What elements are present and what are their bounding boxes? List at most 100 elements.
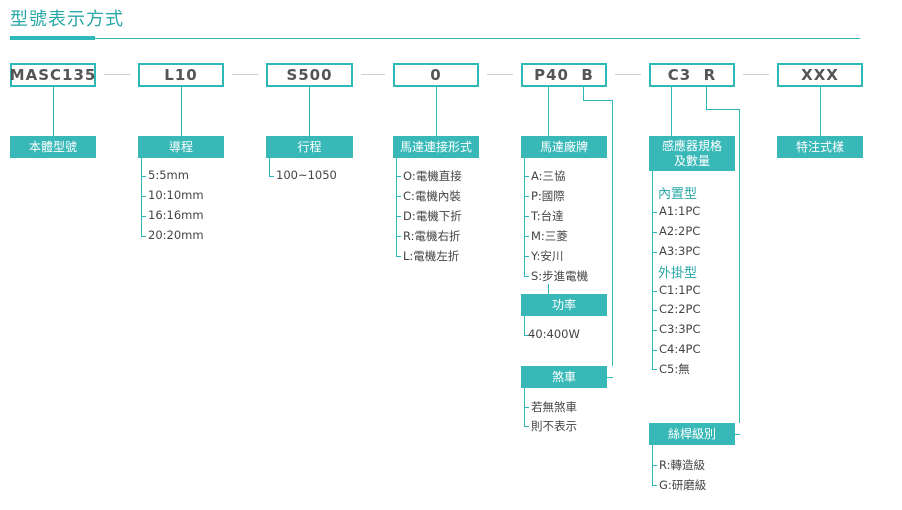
screw-connector: [739, 109, 740, 423]
sensor-external-option: C3:3PC: [659, 322, 701, 336]
options-bracket: [141, 158, 142, 236]
options-tick: [652, 485, 657, 486]
sensor-internal-title: 內置型: [658, 187, 698, 202]
motor-connection-option: R:電機右折: [403, 229, 461, 243]
options-bracket: [524, 316, 525, 335]
separator-dash: [615, 74, 641, 75]
connector-line: [548, 284, 549, 294]
label-motor-connection: 馬達連接形式: [393, 136, 479, 158]
label-motor-brand: 馬達廠牌: [521, 136, 607, 158]
options-bracket: [524, 158, 525, 276]
options-tick: [396, 236, 401, 237]
motor-brand-option: Y:安川: [531, 249, 564, 263]
options-bracket: [269, 158, 270, 176]
code-special: XXX: [777, 63, 863, 87]
screw-grade-option: G:研磨級: [659, 478, 707, 492]
sensor-external-option: C2:2PC: [659, 302, 701, 316]
code-motor-brand: P40 B: [521, 63, 607, 87]
label-special: 特注式樣: [777, 136, 863, 158]
options-tick: [524, 216, 529, 217]
code-body-model: MASC135: [10, 63, 96, 87]
separator-dash: [232, 74, 258, 75]
connector-line: [181, 87, 182, 136]
title-rule: [10, 38, 860, 39]
options-tick: [652, 291, 657, 292]
motor-connection-option: O:電機直接: [403, 169, 462, 183]
brake-option: 若無煞車: [531, 400, 577, 414]
connector-line: [548, 87, 549, 136]
motor-brand-option: P:國際: [531, 189, 565, 203]
connector-line: [671, 87, 672, 136]
options-tick: [652, 369, 657, 370]
sensor-internal-option: A3:3PC: [659, 244, 701, 258]
stroke-option: 100~1050: [276, 168, 337, 182]
label-sensor: 感應器規格 及數量: [649, 136, 735, 171]
options-tick: [652, 330, 657, 331]
page-title: 型號表示方式: [10, 9, 124, 30]
options-tick: [652, 212, 657, 213]
code-sensor: C3 R: [649, 63, 735, 87]
label-screw-grade: 絲桿級別: [649, 423, 735, 445]
options-tick: [524, 276, 529, 277]
options-tick: [652, 252, 657, 253]
options-bracket: [652, 171, 653, 369]
screw-connector: [735, 434, 740, 435]
lead-option: 16:16mm: [148, 208, 204, 222]
options-tick: [524, 407, 529, 408]
options-tick: [652, 465, 657, 466]
options-tick: [141, 196, 146, 197]
options-tick: [396, 256, 401, 257]
motor-brand-option: A:三協: [531, 169, 566, 183]
label-stroke: 行程: [266, 136, 353, 158]
motor-brand-option: T:台達: [531, 209, 564, 223]
sensor-internal-option: A2:2PC: [659, 224, 701, 238]
options-tick: [396, 176, 401, 177]
separator-dash: [361, 74, 385, 75]
options-tick: [396, 216, 401, 217]
separator-dash: [104, 74, 130, 75]
sensor-external-option: C4:4PC: [659, 342, 701, 356]
options-tick: [524, 196, 529, 197]
label-brake: 煞車: [521, 366, 607, 388]
options-tick: [524, 426, 529, 427]
brake-connector: [607, 377, 613, 378]
lead-option: 5:5mm: [148, 168, 189, 182]
motor-connection-option: D:電機下折: [403, 209, 462, 223]
brake-connector: [583, 87, 584, 100]
sensor-external-option: C1:1PC: [659, 283, 701, 297]
power-option: 40:400W: [528, 327, 580, 341]
screw-connector: [706, 87, 707, 109]
code-lead: L10: [138, 63, 224, 87]
separator-dash: [487, 74, 513, 75]
lead-option: 10:10mm: [148, 188, 204, 202]
connector-line: [309, 87, 310, 136]
options-tick: [524, 335, 529, 336]
sensor-external-option: C5:無: [659, 362, 690, 376]
label-power: 功率: [521, 294, 607, 316]
brake-option: 則不表示: [531, 419, 577, 433]
title-rule-accent: [10, 36, 95, 40]
connector-line: [436, 87, 437, 136]
options-tick: [141, 176, 146, 177]
screw-grade-option: R:轉造級: [659, 458, 706, 472]
motor-connection-option: C:電機內裝: [403, 189, 461, 203]
label-body-model: 本體型號: [10, 136, 96, 158]
code-stroke: S500: [266, 63, 353, 87]
sensor-internal-option: A1:1PC: [659, 204, 701, 218]
options-tick: [524, 256, 529, 257]
label-lead: 導程: [138, 136, 224, 158]
code-motor-connection: 0: [393, 63, 479, 87]
options-tick: [396, 196, 401, 197]
options-tick: [269, 176, 274, 177]
options-tick: [141, 216, 146, 217]
brake-connector: [583, 100, 613, 101]
options-tick: [652, 350, 657, 351]
motor-connection-option: L:電機左折: [403, 249, 460, 263]
options-tick: [652, 310, 657, 311]
options-tick: [524, 176, 529, 177]
options-tick: [652, 232, 657, 233]
options-tick: [524, 236, 529, 237]
connector-line: [53, 87, 54, 136]
connector-line: [820, 87, 821, 136]
options-tick: [141, 236, 146, 237]
